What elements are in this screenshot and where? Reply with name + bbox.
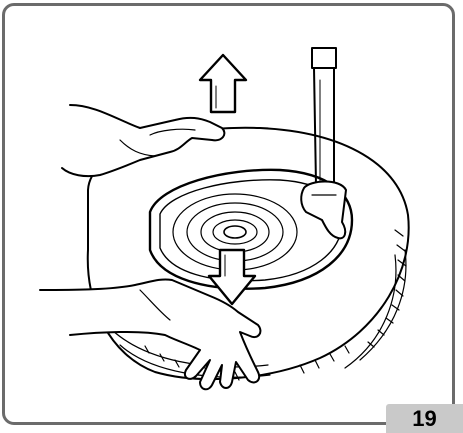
arrow-down-icon bbox=[207, 248, 257, 306]
figure-number-badge: 19 bbox=[386, 404, 463, 433]
right-hand-icon bbox=[39, 278, 262, 391]
left-hand-icon bbox=[61, 104, 226, 178]
arrow-up-icon bbox=[198, 53, 248, 114]
tyre-icon bbox=[86, 126, 410, 381]
tyre-lever-tool-icon bbox=[300, 47, 347, 240]
